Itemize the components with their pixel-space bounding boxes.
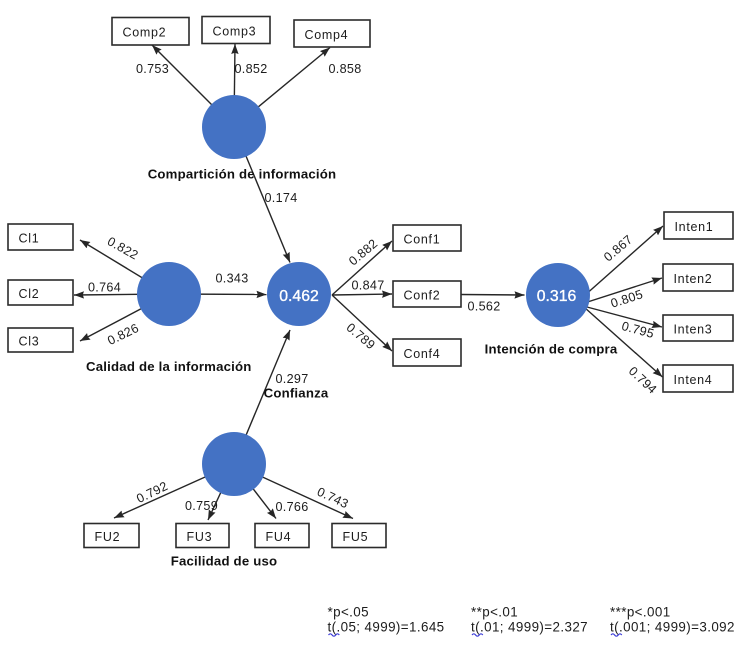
svg-text:t(.01; 4999)=2.327: t(.01; 4999)=2.327 xyxy=(471,620,588,635)
svg-text:0.316: 0.316 xyxy=(537,288,577,305)
svg-text:Inten1: Inten1 xyxy=(675,220,714,234)
svg-text:Comp2: Comp2 xyxy=(123,26,167,40)
svg-text:Compartición de información: Compartición de información xyxy=(148,167,337,182)
svg-text:t(.05; 4999)=1.645: t(.05; 4999)=1.645 xyxy=(328,620,445,635)
svg-text:0.753: 0.753 xyxy=(136,62,169,76)
svg-text:t(.001; 4999)=3.092: t(.001; 4999)=3.092 xyxy=(610,620,735,635)
svg-text:Comp4: Comp4 xyxy=(305,28,349,42)
svg-text:Inten2: Inten2 xyxy=(674,272,713,286)
svg-text:0.847: 0.847 xyxy=(351,279,384,293)
svg-text:0.462: 0.462 xyxy=(279,288,319,305)
svg-text:***p<.001: ***p<.001 xyxy=(610,605,671,620)
svg-text:FU2: FU2 xyxy=(95,530,121,544)
svg-text:0.766: 0.766 xyxy=(275,500,308,514)
svg-text:Cl3: Cl3 xyxy=(19,334,40,348)
svg-text:Calidad de la información: Calidad de la información xyxy=(86,359,251,374)
svg-text:0.174: 0.174 xyxy=(264,191,297,205)
svg-text:FU3: FU3 xyxy=(187,530,213,544)
svg-text:Comp3: Comp3 xyxy=(213,24,257,38)
svg-text:Conf4: Conf4 xyxy=(404,347,441,361)
svg-text:Conf2: Conf2 xyxy=(404,288,441,302)
svg-text:Cl1: Cl1 xyxy=(19,231,40,245)
svg-text:0.343: 0.343 xyxy=(215,272,248,286)
svg-text:Confianza: Confianza xyxy=(264,386,329,401)
svg-text:0.759: 0.759 xyxy=(185,499,218,513)
svg-text:*p<.05: *p<.05 xyxy=(328,605,370,620)
svg-text:Intención de compra: Intención de compra xyxy=(485,342,618,357)
svg-text:Cl2: Cl2 xyxy=(19,287,40,301)
svg-text:FU4: FU4 xyxy=(266,530,292,544)
svg-text:0.764: 0.764 xyxy=(88,281,121,295)
svg-text:0.852: 0.852 xyxy=(234,62,267,76)
svg-text:Inten3: Inten3 xyxy=(674,322,713,336)
svg-text:0.297: 0.297 xyxy=(275,372,308,386)
svg-text:Conf1: Conf1 xyxy=(404,232,441,246)
svg-text:0.858: 0.858 xyxy=(328,62,361,76)
svg-text:**p<.01: **p<.01 xyxy=(471,605,518,620)
svg-text:FU5: FU5 xyxy=(343,530,369,544)
svg-text:0.562: 0.562 xyxy=(467,300,500,314)
svg-text:Facilidad de uso: Facilidad de uso xyxy=(171,554,278,569)
svg-text:Inten4: Inten4 xyxy=(674,373,713,387)
